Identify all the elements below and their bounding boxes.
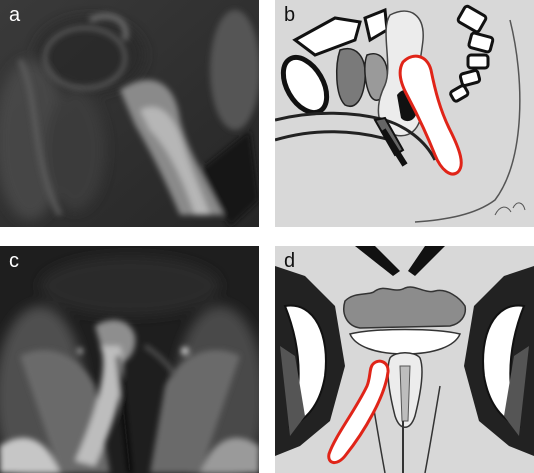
- mri-axial-image: [0, 246, 259, 473]
- panel-a: a: [0, 0, 259, 227]
- panel-c: c: [0, 246, 259, 473]
- panel-d: d: [275, 246, 534, 473]
- panel-label: c: [9, 249, 19, 273]
- mri-sagittal-image: [0, 0, 259, 227]
- panel-label: b: [284, 3, 295, 27]
- schematic-axial-drawing: [275, 246, 534, 473]
- panel-label: a: [9, 3, 20, 27]
- schematic-sagittal-drawing: [275, 0, 534, 227]
- panel-b: b: [275, 0, 534, 227]
- panel-label: d: [284, 249, 295, 273]
